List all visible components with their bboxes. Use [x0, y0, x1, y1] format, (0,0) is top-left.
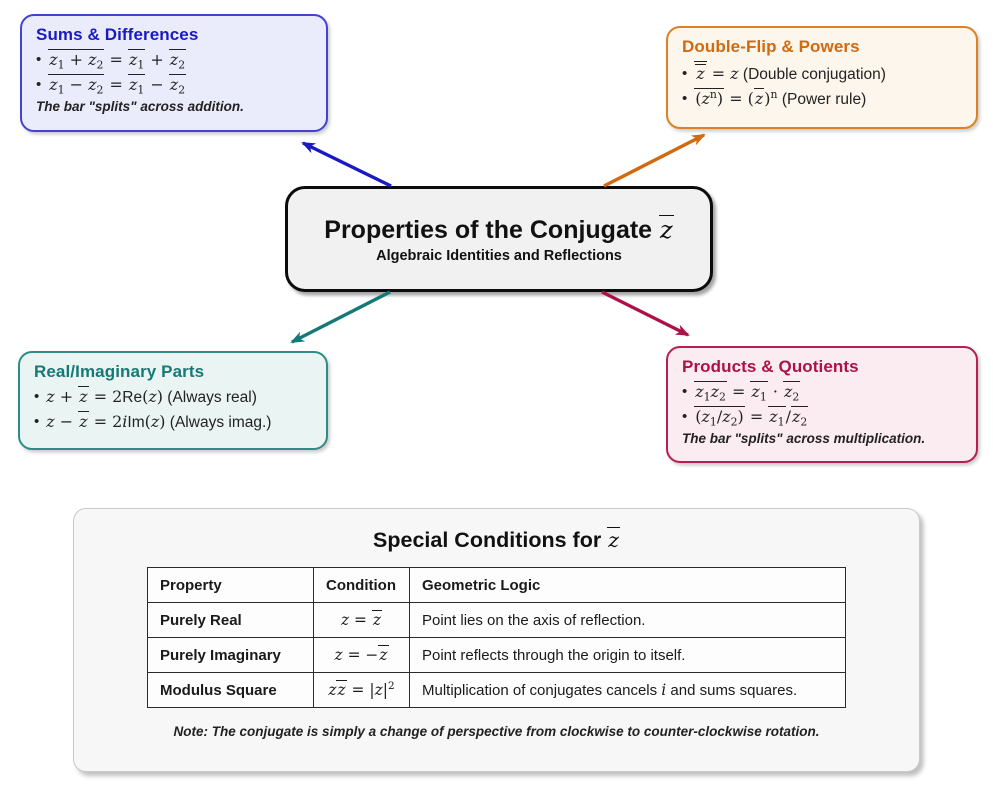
table-row: Purely Real z = z Point lies on the axis…	[147, 602, 846, 638]
products-quotients-title: Products & Quotients	[682, 357, 859, 376]
sums-differences-note: The bar "splits" across addition.	[36, 99, 244, 114]
products-bullet-1-text: z1z2 = z1 · z2	[694, 381, 801, 404]
sums-bullet-1: z1 + z2 = z1 + z2	[36, 49, 312, 70]
special-conditions-title: Special Conditions for z	[373, 527, 620, 552]
realimag-bullet-1: z + z = 2Re(z) (Always real)	[34, 386, 312, 407]
panel-note: Note: The conjugate is simply a change o…	[173, 724, 820, 739]
row2-property: Purely Imaginary	[147, 637, 314, 673]
products-bullet-1: z1z2 = z1 · z2	[682, 381, 962, 402]
real-imaginary-parts-title: Real/Imaginary Parts	[34, 362, 205, 381]
table-row: Purely Imaginary z = −z Point reflects t…	[147, 637, 846, 673]
row3-property: Modulus Square	[147, 672, 314, 708]
center-node: Properties of the Conjugate z Algebraic …	[285, 186, 713, 292]
row2-condition: z = −z	[313, 637, 410, 673]
arrow-to-sums	[301, 141, 392, 188]
arrow-to-realimag	[290, 290, 391, 344]
sums-differences-title: Sums & Differences	[36, 25, 199, 44]
double-flip-powers-box: Double-Flip & Powers z = z (Double conju…	[666, 26, 978, 129]
products-quotients-note: The bar "splits" across multiplication.	[682, 431, 926, 446]
table-header-row: Property Condition Geometric Logic	[147, 567, 846, 603]
doubleflip-bullet-1: z = z (Double conjugation)	[682, 61, 962, 84]
row3-logic: Multiplication of conjugates cancels i a…	[409, 672, 846, 708]
products-quotients-box: Products & Quotients z1z2 = z1 · z2 (z1/…	[666, 346, 978, 463]
doubleflip-bullet-2: (zn) = (z)n (Power rule)	[682, 88, 962, 109]
center-subtitle: Algebraic Identities and Reflections	[376, 247, 622, 264]
realimag-bullet-2: z − z = 2iIm(z) (Always imag.)	[34, 411, 312, 432]
arrow-to-products	[601, 290, 690, 337]
header-geometric-logic: Geometric Logic	[409, 567, 846, 603]
row1-condition: z = z	[313, 602, 410, 638]
special-conditions-table: Property Condition Geometric Logic Purel…	[147, 567, 846, 708]
row1-logic: Point lies on the axis of reflection.	[409, 602, 846, 638]
row3-condition: zz = |z|2	[313, 672, 410, 708]
row2-logic: Point reflects through the origin to its…	[409, 637, 846, 673]
center-title: Properties of the Conjugate z	[324, 214, 674, 244]
table-row: Modulus Square zz = |z|2 Multiplication …	[147, 672, 846, 708]
header-property: Property	[147, 567, 314, 603]
double-flip-powers-title: Double-Flip & Powers	[682, 37, 860, 56]
row1-property: Purely Real	[147, 602, 314, 638]
doubleflip-bullet-1-text: z = z (Double conjugation)	[694, 61, 886, 84]
products-bullet-2: (z1/z2) = z1/z2	[682, 406, 962, 427]
realimag-bullet-1-text: z + z = 2Re(z) (Always real)	[46, 386, 257, 406]
products-bullet-2-text: (z1/z2) = z1/z2	[694, 406, 809, 429]
special-conditions-panel: Special Conditions for z Property Condit…	[73, 508, 920, 772]
doubleflip-bullet-2-text: (zn) = (z)n (Power rule)	[694, 88, 867, 108]
sums-differences-box: Sums & Differences z1 + z2 = z1 + z2 z1 …	[20, 14, 328, 132]
sums-bullet-2: z1 − z2 = z1 − z2	[36, 74, 312, 95]
realimag-bullet-2-text: z − z = 2iIm(z) (Always imag.)	[46, 411, 272, 431]
real-imaginary-parts-box: Real/Imaginary Parts z + z = 2Re(z) (Alw…	[18, 351, 328, 450]
header-condition: Condition	[313, 567, 410, 603]
sums-bullet-1-text: z1 + z2 = z1 + z2	[48, 49, 187, 72]
sums-bullet-2-text: z1 − z2 = z1 − z2	[48, 74, 187, 97]
arrow-to-doubleflip	[603, 133, 706, 188]
